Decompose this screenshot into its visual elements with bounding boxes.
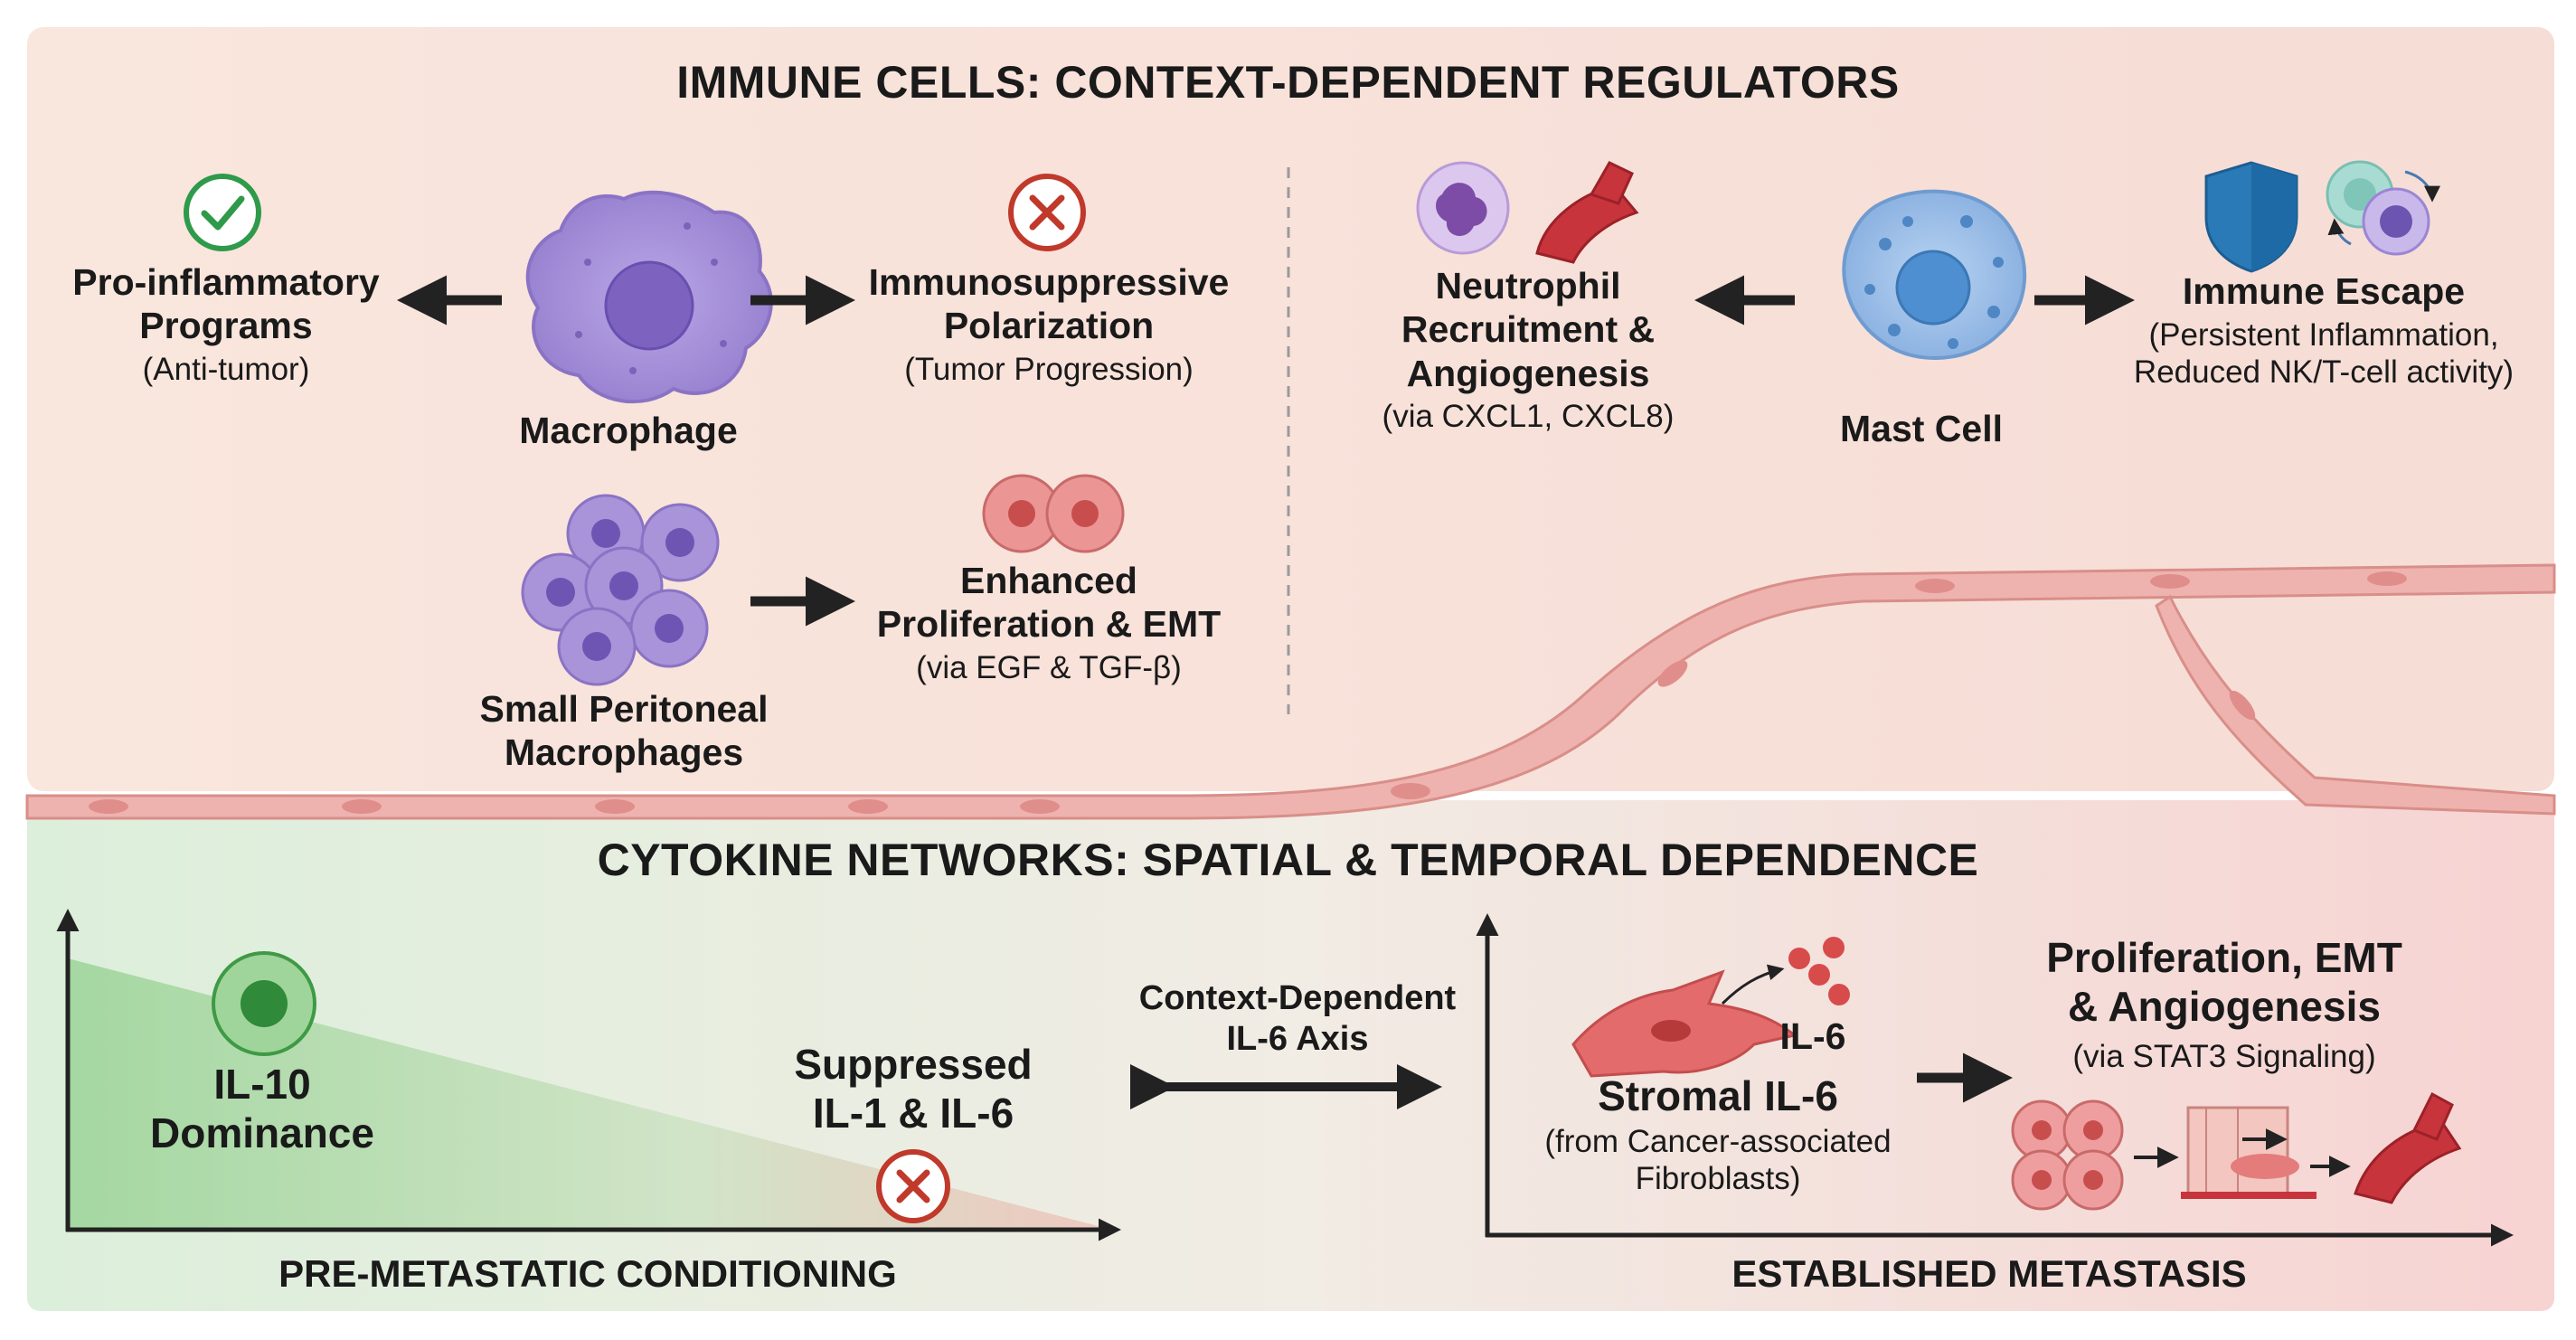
immunosuppressive-title: Immunosuppressive Polarization xyxy=(832,260,1266,348)
stromal-sub-line1: (from Cancer-associated xyxy=(1544,1124,1892,1159)
macrophage-label: Macrophage xyxy=(519,410,738,451)
mast-cell xyxy=(1842,189,2027,360)
left-axis-label: PRE-METASTATIC CONDITIONING xyxy=(278,1252,897,1295)
stromal-sub: (from Cancer-associated Fibroblasts) xyxy=(1492,1123,1944,1198)
neutrophil-line2: Recruitment & xyxy=(1401,308,1656,351)
il10-cell-icon xyxy=(212,951,316,1056)
immunosuppressive-sub: (Tumor Progression) xyxy=(904,352,1194,387)
blood-vessel-icon xyxy=(1535,161,1639,264)
il10-line1: IL-10 xyxy=(213,1061,311,1108)
suppressed-cross-icon xyxy=(876,1149,950,1223)
immune-escape-sub: (Persistent Inflammation, Reduced NK/T-c… xyxy=(2098,316,2550,392)
il10-label: IL-10 Dominance xyxy=(90,1060,434,1158)
outcome-sub: (via STAT3 Signaling) xyxy=(2072,1039,2376,1074)
enhanced-line1: Enhanced xyxy=(960,560,1137,601)
pro-inflammatory-sub: (Anti-tumor) xyxy=(142,352,310,387)
bottom-title: CYTOKINE NETWORKS: SPATIAL & TEMPORAL DE… xyxy=(597,835,1979,885)
neutrophil-sub: (via CXCL1, CXCL8) xyxy=(1382,399,1675,434)
immune-cells-icon xyxy=(2326,160,2440,256)
check-icon xyxy=(184,174,261,251)
emt-cells-icon xyxy=(2181,1106,2317,1199)
il6-label: IL-6 xyxy=(1779,1015,1846,1057)
tumor-cells-icon xyxy=(982,474,1125,553)
enhanced-sub: (via EGF & TGF-β) xyxy=(916,650,1182,685)
context-axis-label: Context-Dependent IL-6 Axis xyxy=(1094,978,1501,1060)
suppressed-label: Suppressed IL-1 & IL-6 xyxy=(741,1040,1085,1138)
enhanced-line2: Proliferation & EMT xyxy=(876,603,1222,646)
stromal-sub-line2: Fibroblasts) xyxy=(1635,1161,1801,1197)
outcome-line1: Proliferation, EMT xyxy=(2046,934,2402,981)
immune-escape-title: Immune Escape xyxy=(2182,270,2466,312)
stromal-title: Stromal IL-6 xyxy=(1598,1072,1838,1119)
context-axis-line1: Context-Dependent xyxy=(1138,979,1457,1017)
suppressed-line1: Suppressed xyxy=(794,1041,1033,1088)
angiogenesis-vessel-icon xyxy=(2354,1091,2462,1204)
shield-icon xyxy=(2204,161,2298,273)
top-title: IMMUNE CELLS: CONTEXT-DEPENDENT REGULATO… xyxy=(676,57,1900,108)
cytokine-dots-icon xyxy=(1721,937,1850,1005)
neutrophil-title: Neutrophil Recruitment & Angiogenesis xyxy=(1329,264,1727,395)
right-axis-label: ESTABLISHED METASTASIS xyxy=(1731,1252,2247,1295)
immunosuppressive-line2: Polarization xyxy=(943,305,1155,347)
suppressed-line2: IL-1 & IL-6 xyxy=(812,1090,1014,1137)
il10-decline-wedge xyxy=(68,958,1112,1230)
small-macrophages-cluster xyxy=(521,494,720,686)
immune-escape-sub-line2: Reduced NK/T-cell activity) xyxy=(2133,354,2515,391)
immunosuppressive-line1: Immunosuppressive xyxy=(868,261,1230,303)
pro-inflammatory-title: Pro-inflammatory Programs xyxy=(27,260,425,348)
il10-line2: Dominance xyxy=(150,1109,374,1157)
context-axis-line2: IL-6 Axis xyxy=(1226,1019,1369,1058)
mast-cell-label: Mast Cell xyxy=(1840,408,2003,449)
small-macrophages-label: Small Peritoneal Macrophages xyxy=(425,687,823,775)
pro-inflammatory-line2: Programs xyxy=(139,305,313,347)
neutrophil-icon xyxy=(1416,161,1510,255)
fibroblast-icon xyxy=(1571,969,1798,1078)
small-macrophages-line2: Macrophages xyxy=(504,731,744,774)
cross-icon xyxy=(1008,174,1086,251)
small-macrophages-line1: Small Peritoneal xyxy=(479,688,769,730)
outcome-line2: & Angiogenesis xyxy=(2068,983,2381,1031)
outcome-title: Proliferation, EMT & Angiogenesis xyxy=(1989,933,2459,1032)
immune-escape-sub-line1: (Persistent Inflammation, xyxy=(2148,317,2499,353)
endothelium-layer xyxy=(25,563,2556,820)
enhanced-title: Enhanced Proliferation & EMT xyxy=(832,559,1266,646)
neutrophil-line1: Neutrophil xyxy=(1435,265,1621,307)
macrophage-cell xyxy=(525,190,773,404)
pro-inflammatory-line1: Pro-inflammatory xyxy=(72,261,380,303)
top-panel xyxy=(27,27,2554,791)
neutrophil-line3: Angiogenesis xyxy=(1406,352,1650,394)
tumor-cluster-icon xyxy=(2011,1099,2124,1211)
